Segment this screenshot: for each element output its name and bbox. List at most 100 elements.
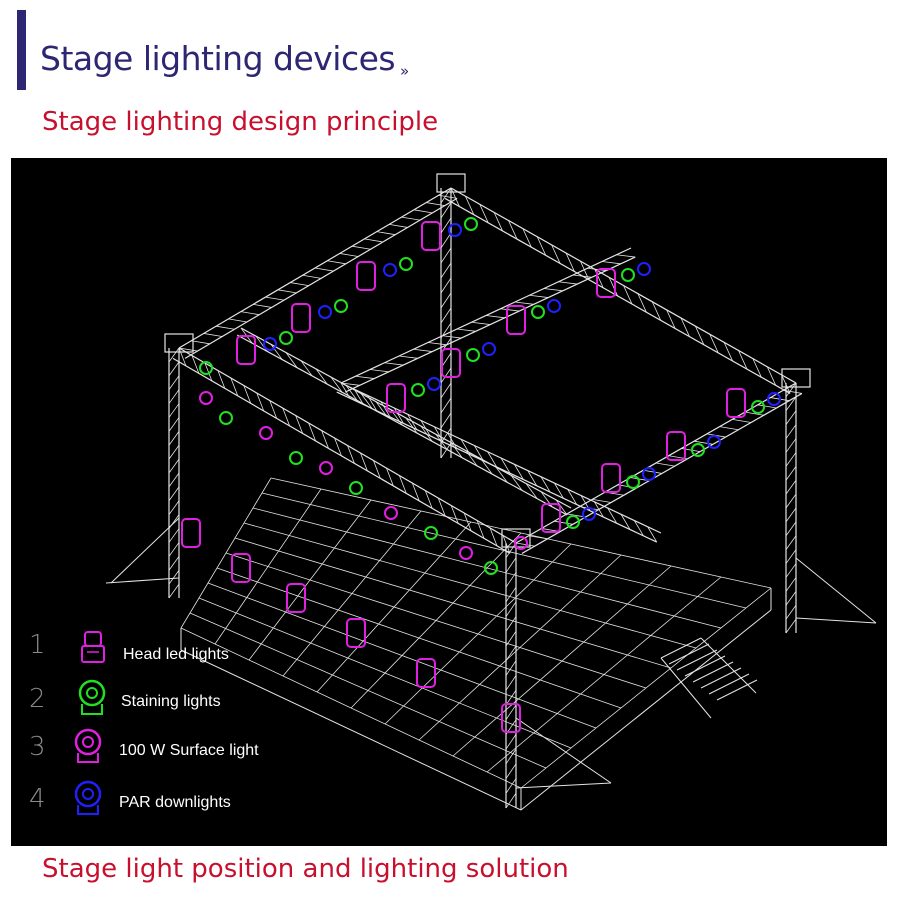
light-fixture xyxy=(464,217,478,231)
roof-truss xyxy=(435,434,448,450)
truss-tower xyxy=(505,689,517,706)
roof-truss xyxy=(427,342,447,346)
roof-truss xyxy=(236,334,568,516)
roof-truss xyxy=(521,392,803,554)
truss-tower xyxy=(440,247,452,264)
roof-truss xyxy=(633,520,644,537)
tower-head xyxy=(164,333,194,353)
roof-truss xyxy=(282,407,291,427)
stairs-step xyxy=(668,643,710,665)
roof-truss xyxy=(709,334,719,353)
roof-truss xyxy=(719,426,739,431)
roof-truss xyxy=(447,432,458,449)
roof-truss xyxy=(240,311,260,316)
moving-head-fixture xyxy=(421,221,441,251)
light-fixture xyxy=(621,268,635,282)
stairs-rail xyxy=(700,637,757,694)
roof-truss xyxy=(295,415,303,434)
roof-truss xyxy=(438,194,458,199)
roof-truss xyxy=(695,325,705,345)
truss-tower xyxy=(168,361,180,377)
stage-grid-line xyxy=(452,565,672,757)
roof-truss xyxy=(551,244,561,264)
light-fixture xyxy=(427,377,441,391)
roof-truss xyxy=(450,442,463,458)
stage-grid-line xyxy=(384,543,572,725)
stairs-step xyxy=(716,679,758,701)
light-fixture xyxy=(199,391,213,405)
light-fixture xyxy=(219,411,233,425)
moving-head-fixture xyxy=(346,618,366,648)
roof-truss xyxy=(643,469,663,474)
roof-truss xyxy=(508,220,518,240)
moving-head-fixture xyxy=(666,431,686,461)
moving-head-fixture xyxy=(596,268,616,298)
roof-truss xyxy=(608,277,618,297)
light-fixture xyxy=(424,526,438,540)
light-fixture xyxy=(289,451,303,465)
stage-grid-line xyxy=(486,576,722,773)
light-fixture xyxy=(767,392,781,406)
roof-truss xyxy=(587,267,607,271)
stairs-step xyxy=(684,655,726,677)
roof-truss xyxy=(465,195,475,215)
stairs-step xyxy=(676,649,718,671)
truss-tower xyxy=(785,479,797,495)
truss-tower xyxy=(785,618,797,634)
roof-truss xyxy=(277,289,297,294)
moving-head-fixture xyxy=(541,503,561,533)
moving-head-fixture xyxy=(236,335,256,365)
roof-truss xyxy=(413,348,433,352)
outrigger xyxy=(515,782,612,789)
roof-truss xyxy=(345,385,358,401)
stage-lighting-diagram: 1 Head led lights 2 Staining lights 3 10… xyxy=(11,158,887,846)
truss-tower xyxy=(168,403,180,418)
moving-head-fixture xyxy=(601,463,621,493)
truss-tower xyxy=(505,601,517,617)
title-accent-bar xyxy=(17,10,26,90)
roof-truss xyxy=(723,342,733,362)
roof-truss xyxy=(476,520,485,539)
roof-truss xyxy=(745,411,764,416)
roof-truss xyxy=(380,401,391,418)
roof-truss xyxy=(243,385,252,404)
moving-head-fixture xyxy=(416,658,436,688)
roof-truss xyxy=(502,535,511,554)
light-fixture xyxy=(199,361,213,375)
roof-truss xyxy=(203,333,223,337)
roof-truss xyxy=(450,187,460,207)
roof-truss xyxy=(355,375,375,379)
roof-truss xyxy=(437,497,446,517)
moving-head-fixture xyxy=(291,303,311,333)
roof-truss xyxy=(647,526,658,543)
roof-truss xyxy=(655,462,675,467)
roof-truss xyxy=(360,452,368,472)
stage-grid-line xyxy=(520,587,772,789)
truss-tower xyxy=(168,569,180,585)
roof-truss xyxy=(500,457,511,474)
roof-truss xyxy=(442,335,462,339)
stage-skirt xyxy=(180,649,522,811)
truss-tower xyxy=(440,382,452,399)
stage-grid-line xyxy=(189,612,547,769)
truss-tower xyxy=(440,262,452,279)
roof-truss xyxy=(471,321,491,325)
truss-tower xyxy=(505,645,517,662)
stairs-step xyxy=(700,667,742,689)
truss-tower xyxy=(168,347,180,363)
roof-truss xyxy=(783,389,803,394)
truss-tower xyxy=(440,367,452,384)
moving-head-fixture xyxy=(231,553,251,583)
roof-truss xyxy=(285,352,298,368)
stairs-step xyxy=(708,673,750,695)
roof-truss xyxy=(314,267,334,272)
truss-tower xyxy=(785,507,797,523)
moving-head-fixture xyxy=(726,388,746,418)
roof-truss xyxy=(752,358,762,378)
light-fixture xyxy=(383,263,397,277)
roof-truss xyxy=(334,437,342,457)
roof-truss xyxy=(616,254,636,258)
light-fixture xyxy=(349,481,363,495)
roof-truss xyxy=(420,425,433,442)
light-fixture xyxy=(751,400,765,414)
